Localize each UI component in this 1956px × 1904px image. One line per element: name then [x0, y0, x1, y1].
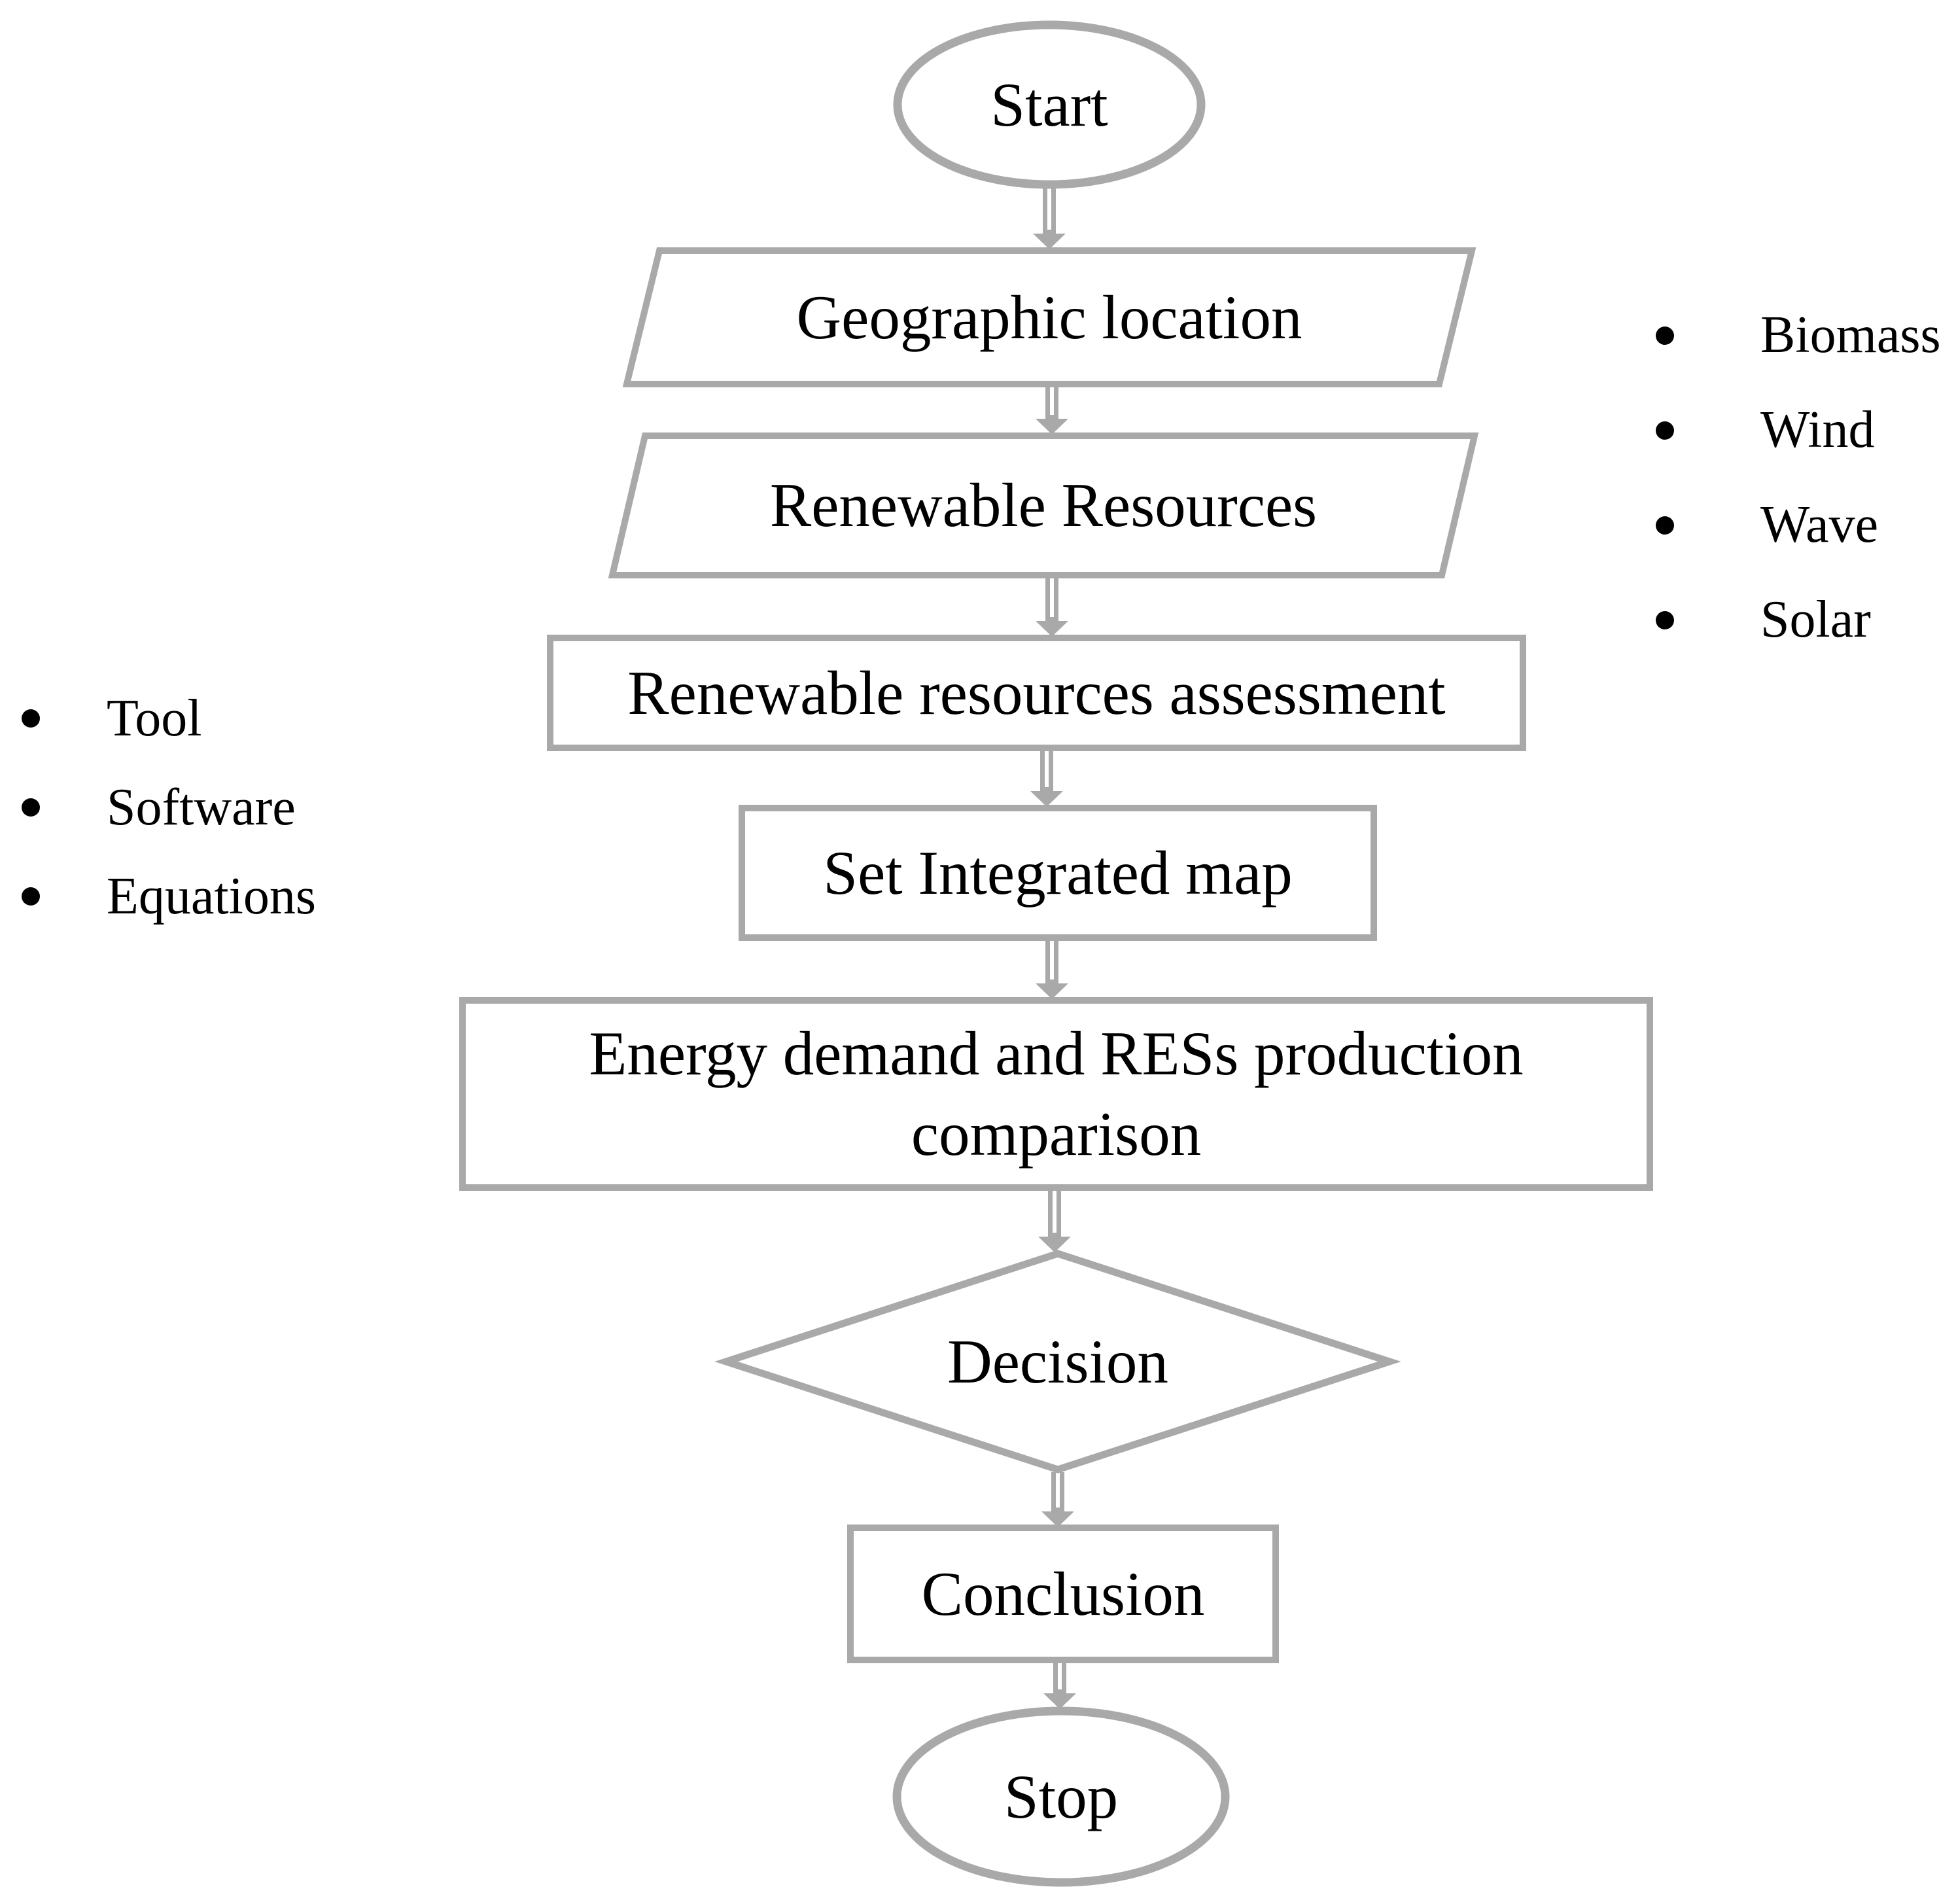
node-start-label: Start	[990, 69, 1108, 139]
conclusion-rectangle-shape	[847, 1525, 1279, 1663]
assessment-tool-label: Equations	[107, 867, 316, 925]
node-geographic-location-label: Geographic location	[796, 282, 1302, 352]
node-decision-label: Decision	[947, 1326, 1168, 1396]
renewable-type-label: Wave	[1760, 496, 1879, 554]
node-comparison-label-line1: Energy demand and RESs production	[589, 1018, 1524, 1088]
assessment-tool-item: Software	[22, 763, 316, 852]
node-stop-label: Stop	[1004, 1761, 1119, 1831]
geographic-location-parallelogram-shape	[622, 247, 1476, 387]
bullet-dot-icon	[1656, 610, 1674, 629]
flow-arrow-map-to-comparison	[1036, 940, 1068, 999]
node-assessment-label: Renewable resources assessment	[627, 658, 1446, 728]
node-comparison-label-line2: comparison	[911, 1099, 1202, 1169]
bullet-dot-icon	[22, 709, 40, 728]
flow-arrow-geographic-to-resources	[1036, 386, 1068, 434]
stop-terminator-shape	[892, 1706, 1230, 1887]
renewable-type-label: Biomass	[1760, 306, 1941, 364]
renewable-type-item: Biomass	[1656, 288, 1941, 383]
node-comparison-label: Energy demand and RESs production compar…	[463, 1000, 1650, 1188]
node-conclusion-label: Conclusion	[921, 1559, 1205, 1629]
start-terminator-shape	[893, 20, 1206, 189]
renewable-types-list: Biomass Wind Wave Solar	[1656, 288, 1941, 667]
flow-arrow-conclusion-to-stop	[1043, 1662, 1076, 1709]
assessment-tool-label: Software	[107, 778, 296, 836]
renewable-resources-parallelogram-shape	[608, 432, 1479, 578]
flow-arrow-comparison-to-decision	[1038, 1190, 1071, 1252]
renewable-type-item: Solar	[1656, 573, 1941, 667]
flow-arrow-start-to-geographic	[1033, 186, 1066, 249]
renewable-type-item: Wave	[1656, 478, 1941, 573]
decision-diamond-shape	[714, 1250, 1401, 1473]
flow-arrow-assessment-to-map	[1030, 750, 1063, 807]
assessment-rectangle-shape	[547, 635, 1526, 751]
bullet-dot-icon	[1656, 516, 1674, 535]
node-set-integrated-map-label: Set Integrated map	[823, 837, 1293, 908]
assessment-tool-label: Tool	[107, 689, 202, 747]
bullet-dot-icon	[22, 887, 40, 906]
comparison-rectangle-shape	[459, 997, 1653, 1191]
bullet-dot-icon	[1656, 326, 1674, 345]
renewable-type-label: Solar	[1760, 591, 1871, 648]
renewable-type-item: Wind	[1656, 383, 1941, 478]
flow-arrow-decision-to-conclusion	[1041, 1472, 1074, 1527]
assessment-tool-item: Equations	[22, 852, 316, 941]
node-renewable-resources-label: Renewable Resources	[769, 470, 1318, 540]
bullet-dot-icon	[1656, 421, 1674, 440]
flow-arrow-resources-to-assessment	[1036, 577, 1068, 637]
assessment-tool-item: Tool	[22, 674, 316, 763]
assessment-tools-list: Tool Software Equations	[22, 674, 316, 941]
bullet-dot-icon	[22, 798, 40, 817]
integrated-map-rectangle-shape	[739, 805, 1377, 941]
renewable-type-label: Wind	[1760, 401, 1875, 459]
